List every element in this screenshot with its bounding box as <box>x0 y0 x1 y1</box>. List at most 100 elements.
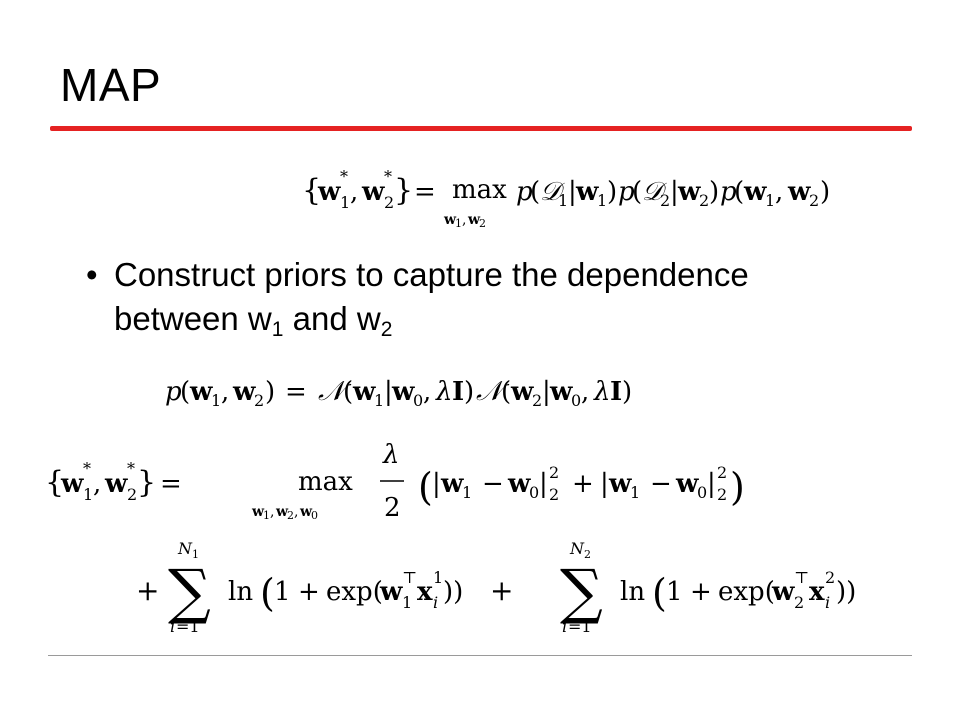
svg-text:w: w <box>549 377 573 407</box>
svg-text:2: 2 <box>384 493 401 523</box>
svg-text:I: I <box>452 377 464 407</box>
svg-text:λ: λ <box>382 440 399 470</box>
svg-text:*: * <box>340 167 348 186</box>
svg-text:+: + <box>298 577 320 607</box>
svg-text:w: w <box>443 212 457 228</box>
svg-text:∑: ∑ <box>560 557 603 627</box>
svg-text:w: w <box>510 377 534 407</box>
svg-text:=1: =1 <box>176 617 200 636</box>
svg-text:|: | <box>707 469 716 499</box>
svg-text:w: w <box>575 177 599 207</box>
svg-text:i: i <box>562 617 567 636</box>
svg-text:1: 1 <box>630 483 640 502</box>
svg-text:1: 1 <box>462 483 472 502</box>
svg-text:1: 1 <box>455 217 462 230</box>
svg-text:1: 1 <box>83 485 93 504</box>
svg-text:{: { <box>45 465 64 500</box>
svg-text:w: w <box>507 469 531 499</box>
svg-text:max: max <box>452 175 507 205</box>
svg-text:,: , <box>462 212 466 228</box>
svg-text:w: w <box>391 377 415 407</box>
svg-text:w: w <box>379 577 403 607</box>
svg-text:max: max <box>298 467 353 497</box>
svg-text:2: 2 <box>717 463 727 482</box>
svg-text:−: − <box>650 469 672 499</box>
svg-text:): ) <box>607 177 617 207</box>
svg-text:=1: =1 <box>568 617 592 636</box>
svg-text:w: w <box>677 177 701 207</box>
svg-text:|: | <box>539 469 548 499</box>
svg-text:1: 1 <box>666 577 683 607</box>
svg-text:2: 2 <box>127 485 137 504</box>
svg-text:0: 0 <box>311 509 318 522</box>
svg-text:ln: ln <box>228 577 253 607</box>
svg-text:*: * <box>83 459 91 478</box>
svg-text:,: , <box>93 469 101 499</box>
svg-text:(: ( <box>652 571 667 615</box>
svg-text:,: , <box>423 377 431 407</box>
svg-text:2: 2 <box>287 509 294 522</box>
svg-text:=: = <box>160 469 182 499</box>
title-underline <box>50 126 912 131</box>
svg-text:p: p <box>516 177 533 207</box>
svg-text:1: 1 <box>211 391 221 410</box>
svg-text:w: w <box>317 177 341 207</box>
svg-text:w: w <box>352 377 376 407</box>
svg-text:w: w <box>60 469 84 499</box>
svg-text:2: 2 <box>825 568 835 587</box>
svg-text:1: 1 <box>558 191 568 210</box>
svg-text:): ) <box>622 377 632 407</box>
svg-text:1: 1 <box>263 509 270 522</box>
svg-text:⊤: ⊤ <box>402 568 417 587</box>
svg-text:x: x <box>809 577 825 607</box>
svg-text:|: | <box>542 377 551 407</box>
svg-text:2: 2 <box>549 463 559 482</box>
svg-text:,: , <box>775 177 783 207</box>
svg-text:,: , <box>350 177 358 207</box>
svg-text:p: p <box>720 177 737 207</box>
bullet-line-2: between w1 and w2 <box>114 300 393 341</box>
bullet-marker: • <box>86 256 98 293</box>
svg-text:w: w <box>787 177 811 207</box>
svg-text:w: w <box>743 177 767 207</box>
svg-text:|: | <box>432 469 441 499</box>
svg-text:w: w <box>771 577 795 607</box>
svg-text:+: + <box>136 574 159 607</box>
svg-text:ln: ln <box>620 577 645 607</box>
svg-text:(: ( <box>180 377 190 407</box>
svg-text:2: 2 <box>794 593 804 612</box>
svg-text:|: | <box>600 469 609 499</box>
svg-text:+: + <box>490 574 513 607</box>
svg-text:0: 0 <box>529 483 539 502</box>
svg-text:1: 1 <box>374 391 384 410</box>
svg-text:(: ( <box>343 377 353 407</box>
slide-title: MAP <box>60 59 162 111</box>
svg-text:w: w <box>251 504 265 520</box>
svg-text:0: 0 <box>697 483 707 502</box>
bullet-text: Construct priors to capture the dependen… <box>114 253 894 341</box>
equation-objective-content: { w * 1 , w * 2 } = max w 1 , w 2 p ( 𝒟 … <box>302 167 830 230</box>
svg-text:1: 1 <box>765 191 775 210</box>
svg-text:1: 1 <box>192 548 199 561</box>
svg-text:N: N <box>177 539 193 558</box>
svg-text:{: { <box>302 173 321 208</box>
svg-text:λ: λ <box>593 377 610 407</box>
svg-text:w: w <box>189 377 213 407</box>
svg-text:I: I <box>610 377 622 407</box>
svg-text:p: p <box>165 377 182 407</box>
svg-text:): ) <box>464 377 474 407</box>
svg-text:|: | <box>568 177 577 207</box>
svg-text:}: } <box>137 465 156 500</box>
svg-text:1: 1 <box>433 568 443 587</box>
svg-text:(: ( <box>734 177 744 207</box>
svg-text:)): )) <box>443 577 463 607</box>
svg-text:w: w <box>440 469 464 499</box>
svg-text:1: 1 <box>597 191 607 210</box>
svg-text:): ) <box>265 377 275 407</box>
svg-text:(: ( <box>260 571 275 615</box>
svg-text:2: 2 <box>384 193 394 212</box>
svg-text:−: − <box>482 469 504 499</box>
svg-text:): ) <box>820 177 830 207</box>
svg-text:,: , <box>294 504 298 520</box>
svg-text:1: 1 <box>402 593 412 612</box>
